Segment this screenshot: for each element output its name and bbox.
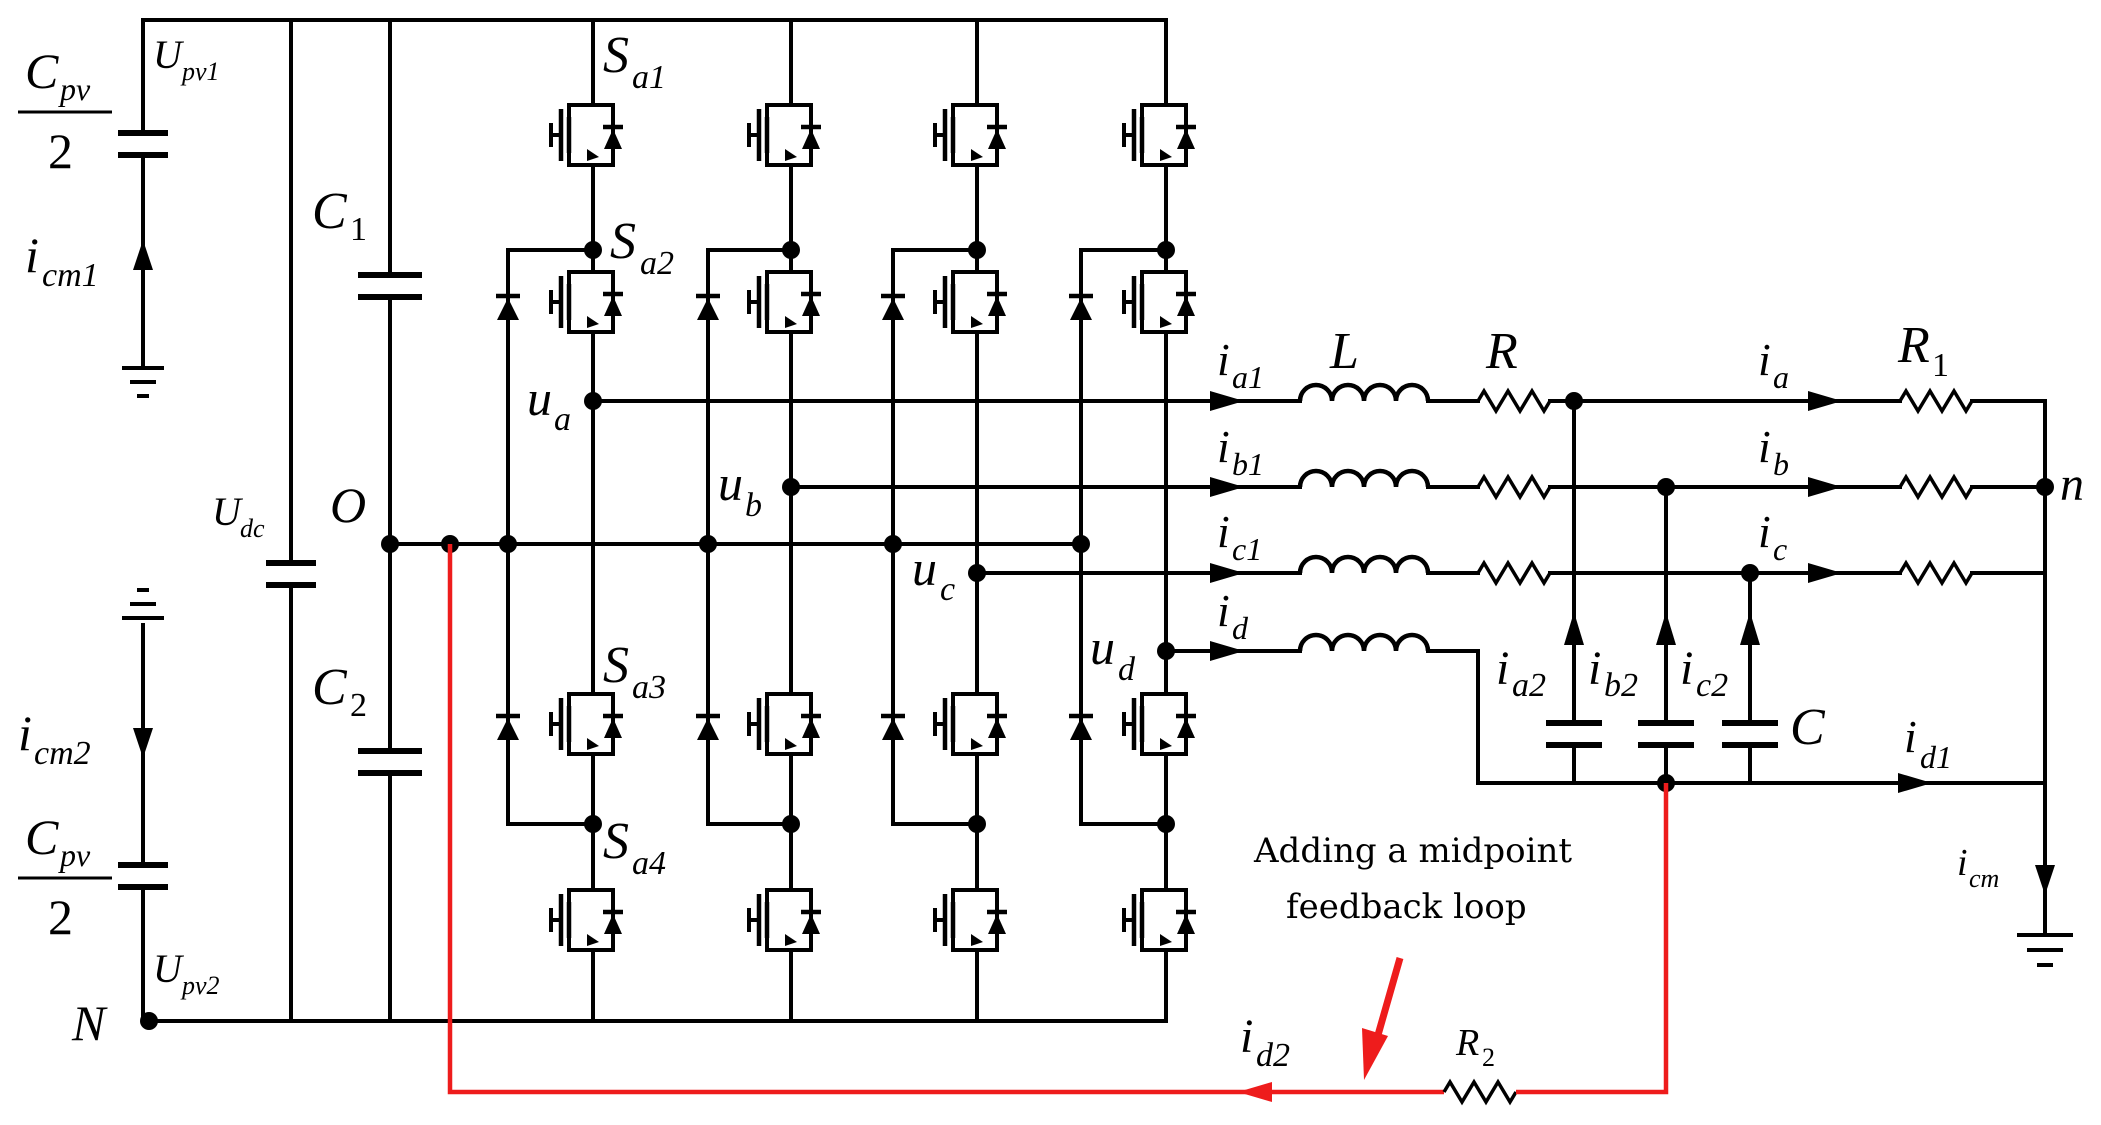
svg-text:c1: c1 — [1232, 531, 1262, 567]
svg-text:a2: a2 — [640, 245, 674, 282]
svg-text:d2: d2 — [1256, 1037, 1290, 1074]
labels: C pv 2 U pv1 i cm1 i cm2 C pv 2 U pv2 N … — [18, 27, 2084, 1074]
dc-link — [266, 18, 1090, 1023]
svg-text:pv: pv — [58, 837, 91, 873]
label-icm: i — [1957, 842, 1968, 884]
label-R1: R — [1897, 317, 1930, 374]
label-Sa3: S — [603, 637, 629, 694]
svg-text:dc: dc — [240, 514, 265, 543]
label-icm2: i — [18, 705, 32, 761]
svg-text:1: 1 — [1932, 347, 1949, 384]
svg-text:pv: pv — [58, 71, 91, 107]
svg-text:2: 2 — [48, 123, 73, 179]
node-N — [140, 1012, 158, 1030]
node-O — [381, 535, 399, 553]
label-ib1: i — [1217, 421, 1230, 472]
inverter-legs — [496, 18, 1196, 1023]
label-ud: u — [1090, 619, 1115, 675]
svg-text:c: c — [940, 571, 955, 608]
svg-text:a: a — [554, 401, 571, 438]
label-ib2: i — [1588, 642, 1601, 695]
svg-text:pv2: pv2 — [180, 971, 220, 1000]
midpoint-feedback-loop — [447, 544, 1669, 1106]
svg-text:a: a — [1773, 359, 1789, 395]
label-udc: U — [212, 489, 244, 534]
svg-text:cm1: cm1 — [42, 257, 99, 294]
pv-source-left — [118, 18, 1168, 1030]
label-id: i — [1217, 585, 1230, 636]
label-id2: i — [1240, 1010, 1253, 1063]
label-ib: i — [1758, 421, 1771, 472]
svg-text:pv1: pv1 — [180, 57, 220, 86]
label-upv1: U — [153, 32, 185, 77]
svg-text:b2: b2 — [1604, 667, 1638, 704]
label-L: L — [1329, 323, 1359, 380]
label-ua: u — [527, 370, 552, 426]
svg-text:b: b — [745, 487, 762, 524]
svg-text:b1: b1 — [1232, 446, 1264, 482]
label-upv2: U — [153, 946, 185, 991]
label-n: n — [2060, 458, 2084, 511]
label-id1: i — [1904, 711, 1917, 762]
label-cpv-top: C — [25, 43, 59, 99]
label-ub: u — [718, 455, 743, 511]
svg-text:c2: c2 — [1696, 667, 1728, 704]
label-ic2: i — [1680, 642, 1693, 695]
svg-text:a4: a4 — [632, 845, 666, 882]
svg-text:a3: a3 — [632, 669, 666, 706]
label-R2: R — [1455, 1022, 1479, 1064]
label-N: N — [71, 995, 108, 1051]
svg-text:cm2: cm2 — [34, 735, 91, 772]
label-R: R — [1485, 323, 1518, 380]
label-uc: u — [912, 540, 937, 596]
label-Sa4: S — [603, 813, 629, 870]
svg-text:2: 2 — [350, 687, 367, 724]
label-C: C — [1790, 699, 1826, 756]
label-ia1: i — [1217, 334, 1230, 385]
label-ia2: i — [1496, 642, 1509, 695]
svg-text:a1: a1 — [632, 59, 666, 96]
svg-text:cm: cm — [1969, 864, 1999, 893]
svg-text:c: c — [1773, 531, 1787, 567]
label-O: O — [330, 477, 366, 533]
svg-text:2: 2 — [48, 889, 73, 945]
annotation-line-2: feedback loop — [1286, 887, 1527, 927]
label-icm1: i — [25, 227, 39, 283]
svg-text:b: b — [1773, 446, 1789, 482]
label-ia: i — [1758, 334, 1771, 385]
output-filter — [591, 382, 2073, 967]
svg-text:d1: d1 — [1920, 739, 1952, 775]
label-C2: C — [312, 659, 348, 716]
label-cpv-bottom: C — [25, 809, 59, 865]
node-n — [2036, 478, 2054, 496]
label-ic1: i — [1217, 506, 1230, 557]
svg-text:2: 2 — [1482, 1043, 1495, 1072]
label-Sa2: S — [610, 213, 636, 270]
label-C1: C — [312, 183, 348, 240]
label-ic: i — [1758, 506, 1771, 557]
label-Sa1: S — [603, 27, 629, 84]
svg-text:a1: a1 — [1232, 359, 1264, 395]
annotation-line-1: Adding a midpoint — [1253, 831, 1572, 871]
svg-text:d: d — [1232, 610, 1249, 646]
svg-text:1: 1 — [350, 211, 367, 248]
svg-text:d: d — [1118, 651, 1136, 688]
svg-text:a2: a2 — [1512, 667, 1546, 704]
